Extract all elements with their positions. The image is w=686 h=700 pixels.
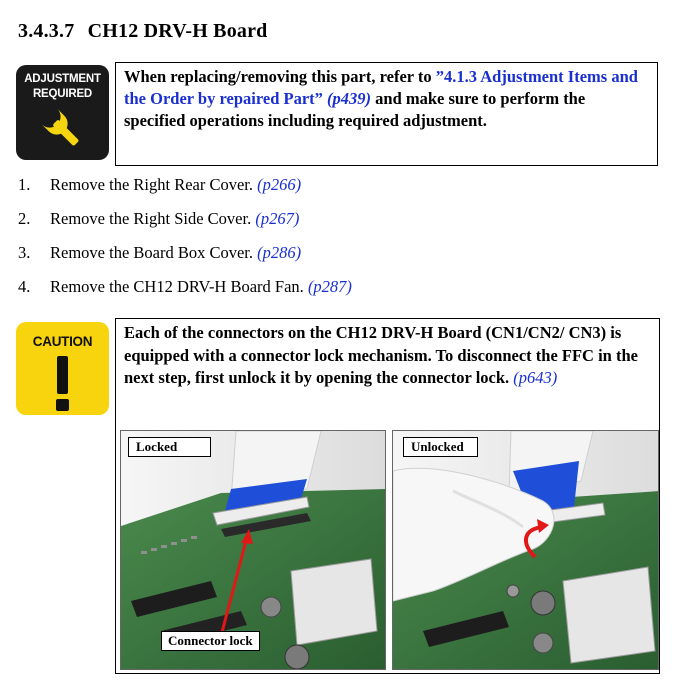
adjustment-icon-label-line1: ADJUSTMENT	[24, 73, 101, 85]
step-page-ref[interactable]: (p287)	[307, 277, 352, 296]
exclamation-icon	[57, 356, 68, 394]
locked-label: Locked	[128, 437, 211, 457]
step-number: 4.	[18, 277, 31, 296]
caution-icon-label: CAUTION	[32, 334, 93, 349]
step-number: 2.	[18, 209, 31, 228]
section-title: CH12 DRV-H Board	[87, 20, 268, 42]
step-page-ref[interactable]: (p267)	[255, 209, 300, 228]
caution-icon: CAUTION	[16, 322, 109, 415]
unlocked-photo: Unlocked	[392, 430, 659, 670]
connector-lock-callout: Connector lock	[161, 631, 260, 651]
step-item: 3. Remove the Board Box Cover. (p286)	[18, 243, 301, 263]
unlocked-label: Unlocked	[403, 437, 478, 457]
caution-page-ref[interactable]: (p643)	[513, 368, 558, 387]
caution-notice: Each of the connectors on the CH12 DRV-H…	[115, 318, 660, 674]
unlocked-board-image	[393, 431, 658, 669]
step-item: 2. Remove the Right Side Cover. (p267)	[18, 209, 299, 229]
caution-body: Each of the connectors on the CH12 DRV-H…	[124, 323, 638, 387]
step-page-ref[interactable]: (p286)	[257, 243, 302, 262]
section-number: 3.4.3.7	[18, 20, 75, 42]
step-text: Remove the Right Side Cover.	[50, 209, 252, 228]
adjustment-notice: When replacing/removing this part, refer…	[115, 62, 658, 166]
step-text: Remove the Board Box Cover.	[50, 243, 254, 262]
exclamation-dot	[56, 399, 69, 411]
adjustment-text-after: and make sure to perform the specified o…	[124, 89, 586, 130]
step-item: 1. Remove the Right Rear Cover. (p266)	[18, 175, 301, 195]
step-page-ref[interactable]: (p266)	[257, 175, 302, 194]
wrench-icon	[41, 108, 79, 146]
step-number: 3.	[18, 243, 31, 262]
section-heading: 3.4.3.7 CH12 DRV-H Board	[18, 20, 268, 43]
adjustment-text-before: When replacing/removing this part, refer…	[124, 67, 436, 86]
adjustment-required-icon: ADJUSTMENT REQUIRED	[16, 65, 109, 160]
adjustment-page-ref[interactable]: (p439)	[327, 89, 372, 108]
step-number: 1.	[18, 175, 31, 194]
caution-text: Each of the connectors on the CH12 DRV-H…	[124, 322, 649, 390]
step-text: Remove the Right Rear Cover.	[50, 175, 254, 194]
step-text: Remove the CH12 DRV-H Board Fan.	[50, 277, 304, 296]
adjustment-link[interactable]: ”4.1.3 Adjustment Items and the Order by…	[124, 67, 638, 108]
step-item: 4. Remove the CH12 DRV-H Board Fan. (p287…	[18, 277, 352, 297]
locked-photo: Locked Connector lock	[120, 430, 386, 670]
adjustment-icon-label-line2: REQUIRED	[32, 88, 93, 100]
locked-board-image	[121, 431, 385, 669]
